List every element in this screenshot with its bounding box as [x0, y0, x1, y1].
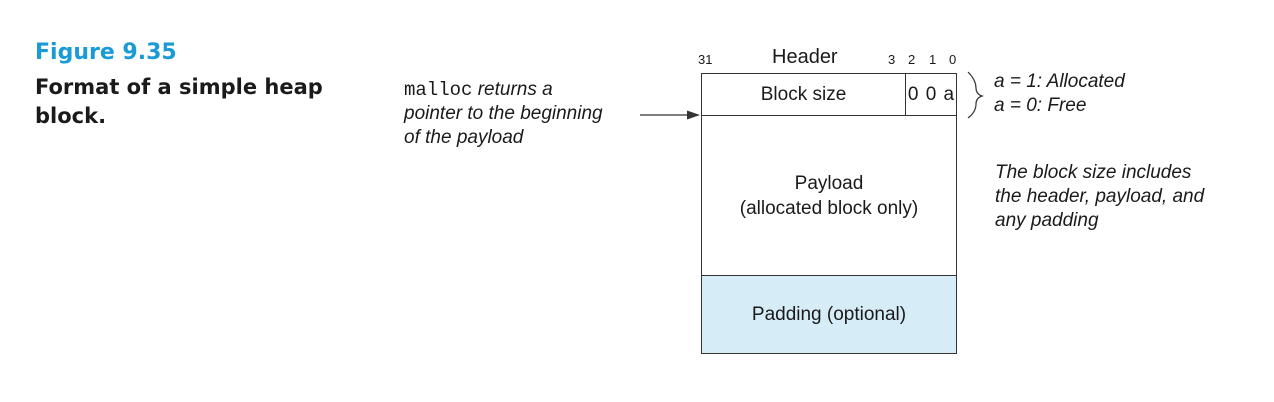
bit-2-label: 2 [908, 52, 916, 67]
bit-31-label: 31 [698, 52, 713, 67]
malloc-note: malloc returns a pointer to the beginnin… [404, 78, 644, 150]
allocated-bit-note: a = 1: Allocated a = 0: Free [994, 70, 1125, 118]
malloc-note-line-1: malloc returns a [404, 78, 644, 102]
payload-label: Payload (allocated block only) [702, 116, 956, 275]
block-size-note-line-1: The block size includes [995, 162, 1192, 183]
figure-caption: Format of a simple heap block. [35, 75, 323, 128]
bit-3-label: 3 [888, 52, 896, 67]
bit-1-label: 1 [929, 52, 937, 67]
malloc-note-line-1-rest: returns a [472, 79, 553, 100]
heap-block: Block size 0 0 a Payload (allocated bloc… [701, 73, 957, 354]
payload-label-line-2: (allocated block only) [739, 197, 919, 219]
figure-number: Figure 9.35 [35, 40, 177, 65]
padding-row: Padding (optional) [702, 276, 956, 353]
block-size-note-line-3: any padding [995, 210, 1099, 231]
header-title: Header [772, 46, 838, 68]
padding-label: Padding (optional) [751, 303, 907, 325]
pointer-arrow-head [687, 110, 700, 120]
malloc-note-line-2: pointer to the beginning [404, 103, 603, 124]
malloc-note-line-3: of the payload [404, 127, 524, 148]
block-size-cell: Block size [760, 84, 847, 105]
malloc-code: malloc [404, 79, 473, 101]
block-size-note: The block size includes the header, payl… [995, 161, 1255, 233]
low-bits-cell: 0 0 a [905, 74, 957, 115]
payload-row: Payload (allocated block only) [702, 116, 956, 276]
payload-label-line-1: Payload [794, 172, 864, 194]
free-label: a = 0: Free [994, 95, 1087, 116]
curly-brace-icon [967, 71, 984, 119]
block-size-note-line-2: the header, payload, and [995, 186, 1205, 207]
allocated-label: a = 1: Allocated [994, 71, 1125, 92]
bit-0-label: 0 [949, 52, 957, 67]
header-row: Block size 0 0 a [702, 74, 956, 116]
